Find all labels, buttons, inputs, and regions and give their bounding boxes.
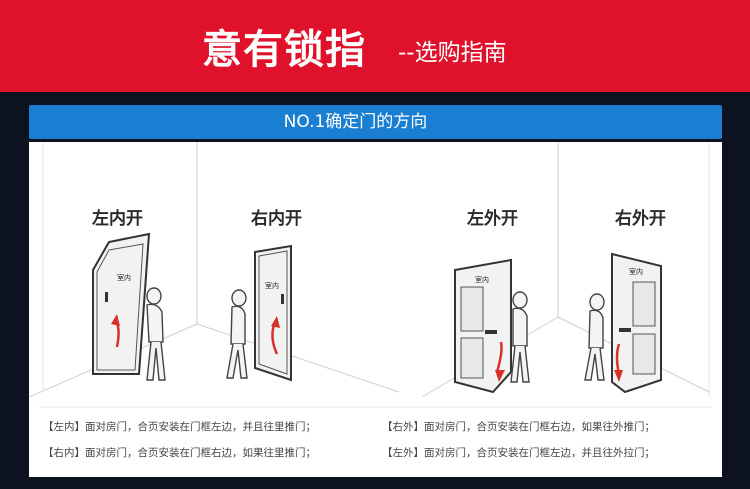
note-left-inward: 【左内】面对房门，合页安装在门框左边，并且往里推门； xyxy=(43,421,316,433)
door-left-outward: 室内 xyxy=(454,258,512,394)
door-direction-panel: 室内 室内 室内 xyxy=(29,142,722,477)
section-title: NO.1确定门的方向 xyxy=(283,112,428,132)
header-subtitle: --选购指南 xyxy=(398,40,507,66)
room-illustration: 室内 室内 室内 xyxy=(29,142,712,408)
door-right-outward: 室内 xyxy=(611,252,662,394)
person-4 xyxy=(584,293,605,381)
door-right-inward: 室内 xyxy=(254,244,292,382)
door-label-left-outward: 左外开 xyxy=(467,209,518,229)
left-room-walls xyxy=(29,142,400,398)
person-1 xyxy=(146,287,166,381)
note-right-inward: 【右内】面对房门，合页安装在门框右边，如果往里推门； xyxy=(43,447,316,459)
door1-inner-label: 室内 xyxy=(117,273,131,282)
door-label-right-outward: 右外开 xyxy=(615,209,666,229)
door3-inner-label: 室内 xyxy=(475,275,489,284)
header-banner: 意有锁指 --选购指南 xyxy=(0,0,750,92)
door-label-right-inward: 右内开 xyxy=(251,209,302,229)
person-3 xyxy=(510,291,530,383)
brand-title: 意有锁指 xyxy=(202,27,366,73)
note-right-outward: 【右外】面对房门，合页安装在门框右边，如果往外推门； xyxy=(382,421,655,433)
person-2 xyxy=(226,289,248,379)
note-left-outward: 【左外】面对房门，合页安装在门框左边，并且往外拉门； xyxy=(382,447,655,459)
door2-inner-label: 室内 xyxy=(265,281,279,290)
section-banner: NO.1确定门的方向 xyxy=(29,105,722,139)
door4-inner-label: 室内 xyxy=(629,267,643,276)
door-left-inward: 室内 xyxy=(92,232,151,375)
door-label-left-inward: 左内开 xyxy=(92,209,143,229)
